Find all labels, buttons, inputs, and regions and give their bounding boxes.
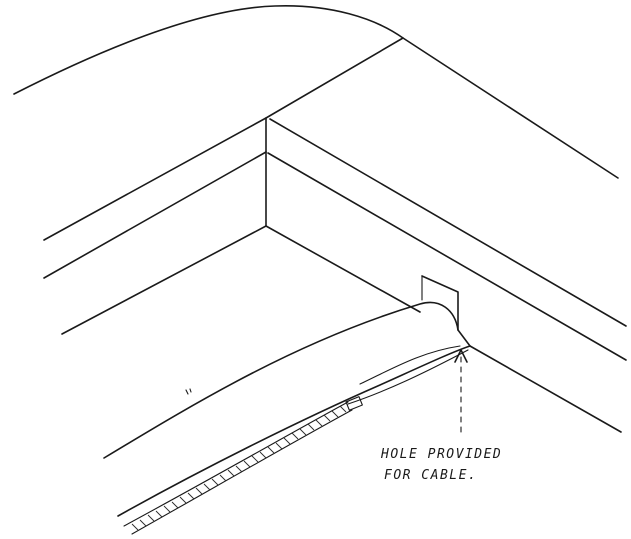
cable-trough-lower-edge: [117, 345, 471, 517]
right-rim-upper: [267, 152, 627, 361]
cable-trough-upper-edge: [103, 301, 459, 459]
cable-hole-plate: [421, 275, 471, 347]
left-rim-upper: [43, 151, 267, 279]
stray-mark: [185, 388, 192, 395]
callout-line-1: HOLE PROVIDED: [381, 447, 503, 462]
top-rounded-edge: [13, 5, 619, 179]
cable-outer-lower: [131, 409, 353, 535]
right-inner-floor-edge: [265, 225, 421, 313]
cable-connector: [345, 396, 363, 411]
callout-arrowhead: [454, 349, 468, 363]
callout-line-2: FOR CABLE.: [384, 468, 478, 483]
top-seam-line: [265, 37, 404, 119]
cable-tube-lower: [347, 349, 469, 405]
left-inner-floor-edge: [61, 225, 267, 335]
right-back-wall-lower: [469, 345, 622, 433]
hole-callout-label: HOLE PROVIDED FOR CABLE.: [381, 444, 502, 486]
cable-outer-upper: [123, 401, 349, 527]
cable-hatching: [131, 405, 347, 531]
top-right-edge: [269, 118, 627, 327]
top-front-edge: [43, 117, 267, 241]
cable-tube-upper: [359, 345, 461, 385]
